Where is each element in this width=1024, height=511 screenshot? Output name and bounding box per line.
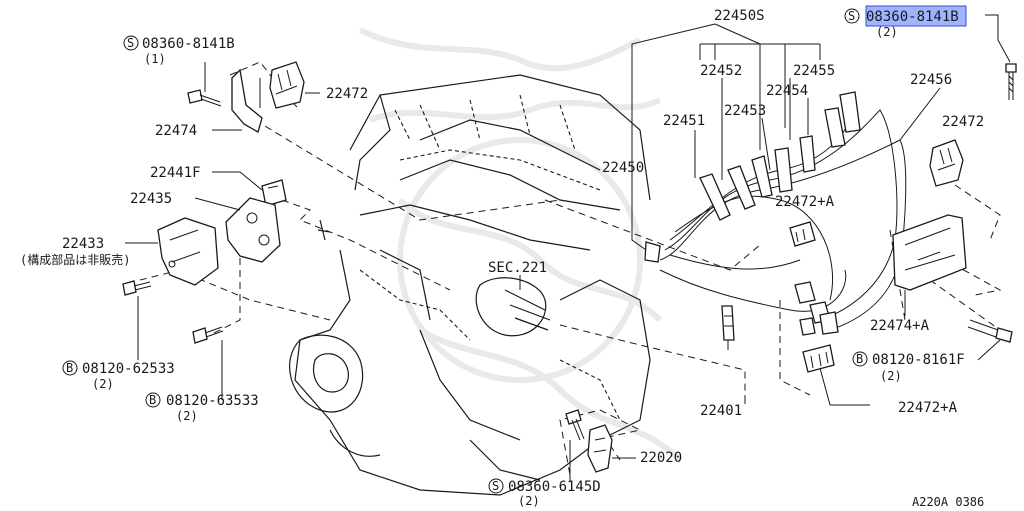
- label-08120-63533[interactable]: 08120-63533: [166, 393, 259, 409]
- bolt-08360-6145d: [565, 409, 585, 441]
- reference-code: A220A 0386: [912, 495, 984, 509]
- qty-08120-63533: (2): [176, 409, 198, 423]
- bracket-22474a: [892, 214, 967, 291]
- label-22020[interactable]: 22020: [640, 450, 682, 466]
- label-22401[interactable]: 22401: [700, 403, 742, 419]
- b-mark-62533: [62, 360, 78, 376]
- label-22453[interactable]: 22453: [724, 103, 766, 119]
- b-symbol-63533: B: [149, 393, 156, 407]
- s-mark-6145d: [488, 478, 504, 494]
- s-symbol-6145d: S: [492, 479, 499, 493]
- bolt-08360-8141b-left: [187, 89, 222, 107]
- label-22456[interactable]: 22456: [910, 72, 952, 88]
- spark-plug-wire-set: [644, 91, 907, 336]
- bolt-08120-62533: [122, 280, 152, 296]
- label-22472-left[interactable]: 22472: [326, 86, 368, 102]
- b-symbol-62533: B: [66, 361, 73, 375]
- note-not-sold-separately: (構成部品は非販売): [20, 252, 130, 267]
- bracket-22435: [225, 197, 281, 263]
- label-22474a[interactable]: 22474+A: [870, 318, 930, 334]
- label-22474[interactable]: 22474: [155, 123, 197, 139]
- engine-assembly: [289, 74, 651, 496]
- s-mark-left: [123, 35, 139, 51]
- label-08120-62533[interactable]: 08120-62533: [82, 361, 175, 377]
- s-mark-top: [844, 8, 860, 24]
- label-22441f[interactable]: 22441F: [150, 165, 201, 181]
- b-mark-8161f: [852, 351, 868, 367]
- sensor-22020: [587, 424, 613, 473]
- wire-clip-22472a-bottom: [802, 344, 835, 373]
- part-labels: 22450S S 08360-8141B (2) S 08360-8141B (…: [20, 5, 984, 509]
- bolt-08120-63533: [192, 326, 224, 344]
- bracket-22474: [231, 68, 263, 133]
- qty-08360-8141b-top: (2): [876, 25, 898, 39]
- label-22452[interactable]: 22452: [700, 63, 742, 79]
- ignition-coil-22433: [157, 217, 219, 286]
- label-22472-right[interactable]: 22472: [942, 114, 984, 130]
- qty-08360-8141b-left: (1): [144, 52, 166, 66]
- s-symbol-left: S: [127, 36, 134, 50]
- bolt-top-right: [1005, 63, 1017, 100]
- label-22455[interactable]: 22455: [793, 63, 835, 79]
- label-sec221[interactable]: SEC.221: [488, 260, 547, 276]
- qty-08120-62533: (2): [92, 377, 114, 391]
- wire-clip-22472-right: [929, 139, 964, 187]
- highlight-box: [865, 5, 967, 27]
- assembly-lines: [139, 61, 1002, 476]
- label-08120-8161f[interactable]: 08120-8161F: [872, 352, 965, 368]
- b-symbol-8161f: B: [856, 352, 863, 366]
- label-22454[interactable]: 22454: [766, 83, 808, 99]
- leader-lines: [125, 14, 1011, 482]
- label-22451[interactable]: 22451: [663, 113, 705, 129]
- label-22435[interactable]: 22435: [130, 191, 172, 207]
- label-08360-8141b-top[interactable]: 08360-8141B: [866, 9, 959, 25]
- spark-plug-22401: [721, 305, 735, 350]
- label-22450s: 22450S: [714, 8, 765, 24]
- wire-clip-22472-left: [269, 61, 305, 109]
- label-22450[interactable]: 22450: [602, 160, 644, 176]
- label-22472a-mid[interactable]: 22472+A: [775, 194, 835, 210]
- bracket-22441f: [261, 179, 287, 207]
- label-08360-6145d[interactable]: 08360-6145D: [508, 479, 601, 495]
- wire-clip-22472a-mid: [789, 221, 816, 247]
- qty-08360-6145d: (2): [518, 494, 540, 508]
- b-mark-63533: [145, 392, 161, 408]
- bolt-08120-8161f: [967, 319, 1013, 343]
- label-22433[interactable]: 22433: [62, 236, 104, 252]
- label-22472a-bottom[interactable]: 22472+A: [898, 400, 958, 416]
- label-08360-8141b-left[interactable]: 08360-8141B: [142, 36, 235, 52]
- s-symbol-top: S: [848, 9, 855, 23]
- qty-08120-8161f: (2): [880, 369, 902, 383]
